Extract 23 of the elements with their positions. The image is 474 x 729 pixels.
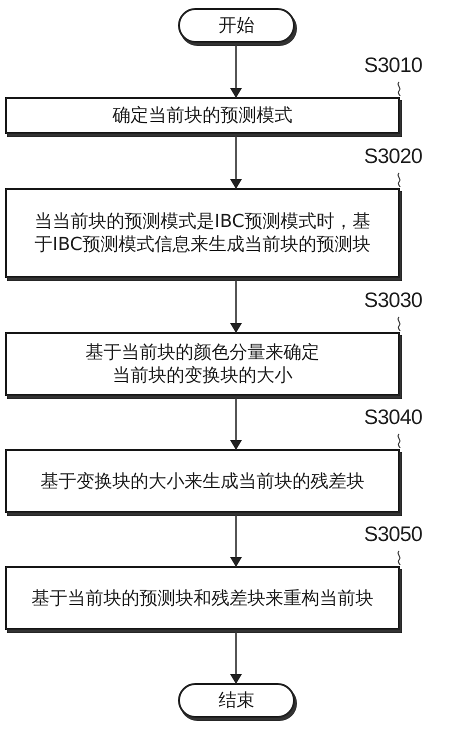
step-text: 当当前块的预测模式是IBC预测模式时，基于IBC预测模式信息来生成当前块的预测块: [34, 210, 372, 256]
process-box: [5, 97, 400, 134]
step-text: 基于当前块的颜色分量来确定当前块的变换块的大小: [84, 341, 320, 387]
step-text: 基于当前块的预测块和残差块来重构当前块: [32, 586, 374, 610]
step-label: S3030: [364, 289, 422, 313]
arrow: [230, 134, 242, 189]
step-label: S3010: [364, 54, 422, 78]
process-box: [5, 449, 400, 513]
step-label: S3050: [364, 523, 422, 547]
arrow: [230, 278, 242, 333]
arrow: [230, 396, 242, 450]
step-text: 基于变换块的大小来生成当前块的残差块: [40, 470, 364, 492]
step-text: 确定当前块的预测模式: [112, 104, 292, 127]
arrow: [230, 513, 242, 567]
arrow: [230, 43, 242, 98]
arrow: [230, 630, 242, 684]
step-label: S3040: [364, 406, 422, 430]
terminal-text: 结束: [218, 689, 254, 712]
process-box: [5, 332, 400, 396]
process-box: [5, 566, 400, 630]
step-label: S3020: [364, 145, 422, 169]
terminal-text: 开始: [218, 14, 254, 37]
process-box: [5, 188, 400, 278]
